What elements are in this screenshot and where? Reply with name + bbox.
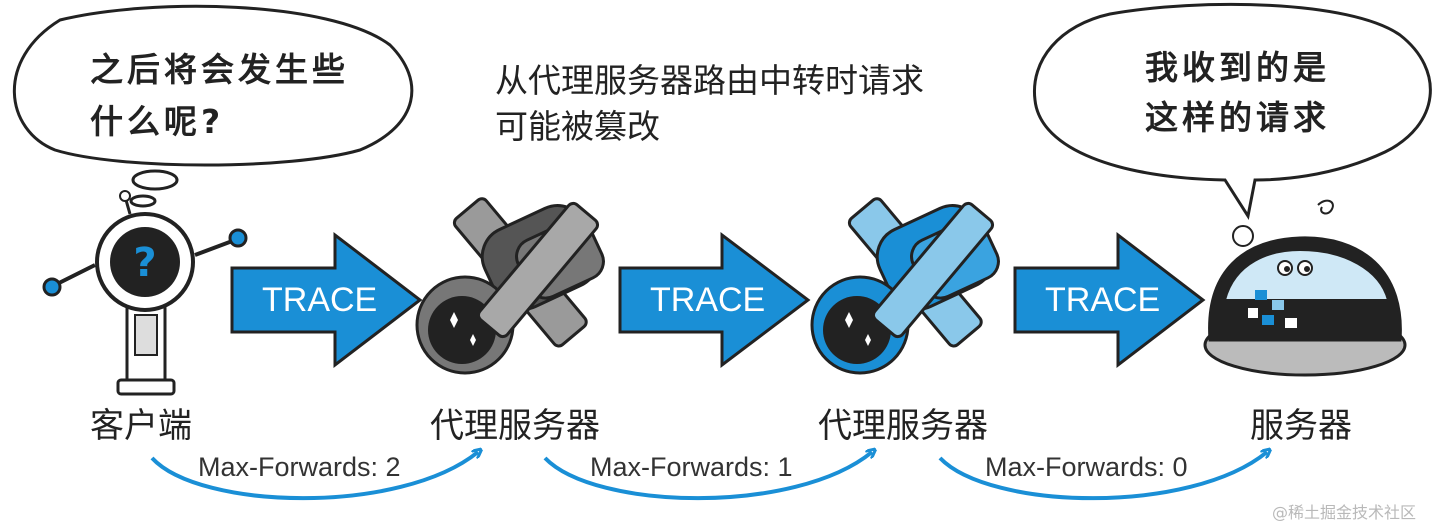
node-label-client: 客户端 <box>90 406 192 446</box>
proxy-satellite-2-illustration <box>810 197 1000 375</box>
hop-label-1: Max-Forwards: 2 <box>198 452 401 482</box>
client-thought-bubble <box>12 4 414 208</box>
trace-arrow-3 <box>1013 231 1206 369</box>
trace-arrow-1-label: TRACE <box>262 281 378 319</box>
client-bubble-line-2: 什么呢? <box>90 102 225 141</box>
hop-arrow-1 <box>150 452 478 501</box>
server-bubble-line-2: 这样的请求 <box>1145 98 1330 137</box>
proxy-satellite-1-illustration <box>415 197 605 375</box>
server-speech-bubble <box>1032 2 1432 220</box>
svg-text:?: ? <box>133 240 156 286</box>
node-label-proxy-1: 代理服务器 <box>430 406 600 446</box>
server-robot-illustration <box>1203 199 1407 377</box>
client-robot-illustration: ? <box>42 190 248 396</box>
node-label-server: 服务器 <box>1250 406 1352 446</box>
thought-dot-large <box>131 169 179 191</box>
server-bubble-line-1: 我收到的是 <box>1145 48 1330 87</box>
headline-line-1: 从代理服务器路由中转时请求 <box>495 61 924 100</box>
hop-label-3: Max-Forwards: 0 <box>985 452 1188 482</box>
watermark: @稀土掘金技术社区 <box>1272 503 1417 522</box>
thought-dot-small <box>129 194 157 208</box>
node-label-proxy-2: 代理服务器 <box>818 406 988 446</box>
hop-label-2: Max-Forwards: 1 <box>590 452 793 482</box>
client-bubble-line-1: 之后将会发生些 <box>90 50 349 89</box>
hop-arrow-2 <box>543 452 872 501</box>
headline-line-2: 可能被篡改 <box>495 107 660 146</box>
hop-arrow-3 <box>938 452 1267 501</box>
trace-arrow-2 <box>618 231 811 369</box>
trace-arrow-1 <box>230 231 423 369</box>
trace-arrow-2-label: TRACE <box>650 281 766 319</box>
trace-arrow-3-label: TRACE <box>1045 281 1161 319</box>
